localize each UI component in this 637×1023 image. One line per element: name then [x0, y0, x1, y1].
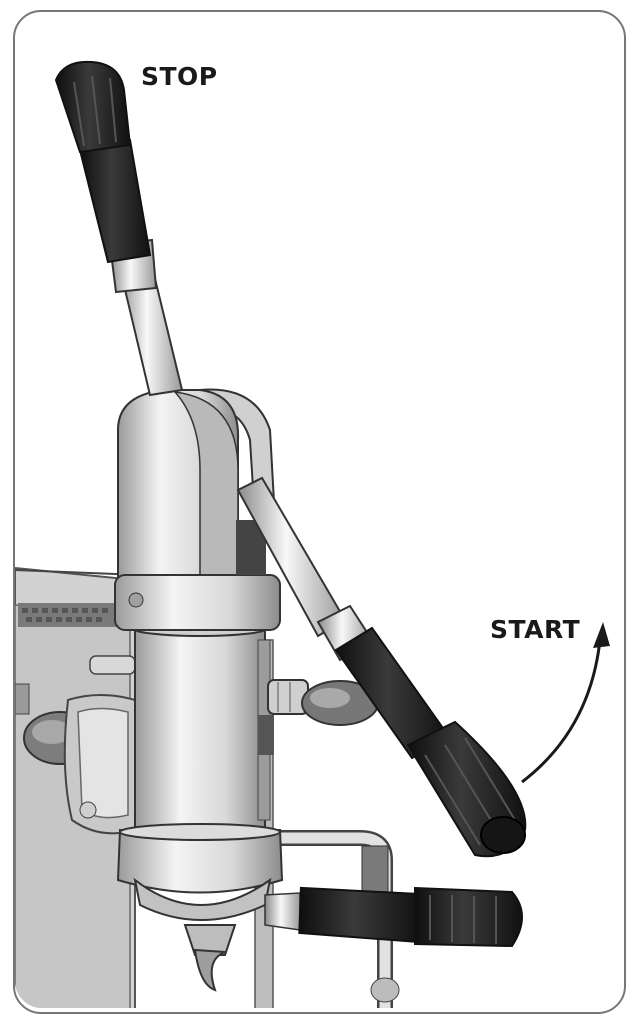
steam-pipe	[280, 830, 400, 1008]
right-valve-knob	[267, 679, 379, 726]
group-bracket	[63, 655, 136, 835]
start-label: START	[490, 615, 581, 644]
portafilter	[116, 823, 523, 992]
group-head-cylinder	[131, 619, 274, 836]
lever-housing	[114, 389, 281, 631]
curved-arrow-up-right-icon	[521, 622, 610, 784]
stop-label: STOP	[141, 62, 218, 91]
lever-down-start-position	[236, 476, 527, 858]
lever-up-stop-position	[54, 60, 184, 397]
